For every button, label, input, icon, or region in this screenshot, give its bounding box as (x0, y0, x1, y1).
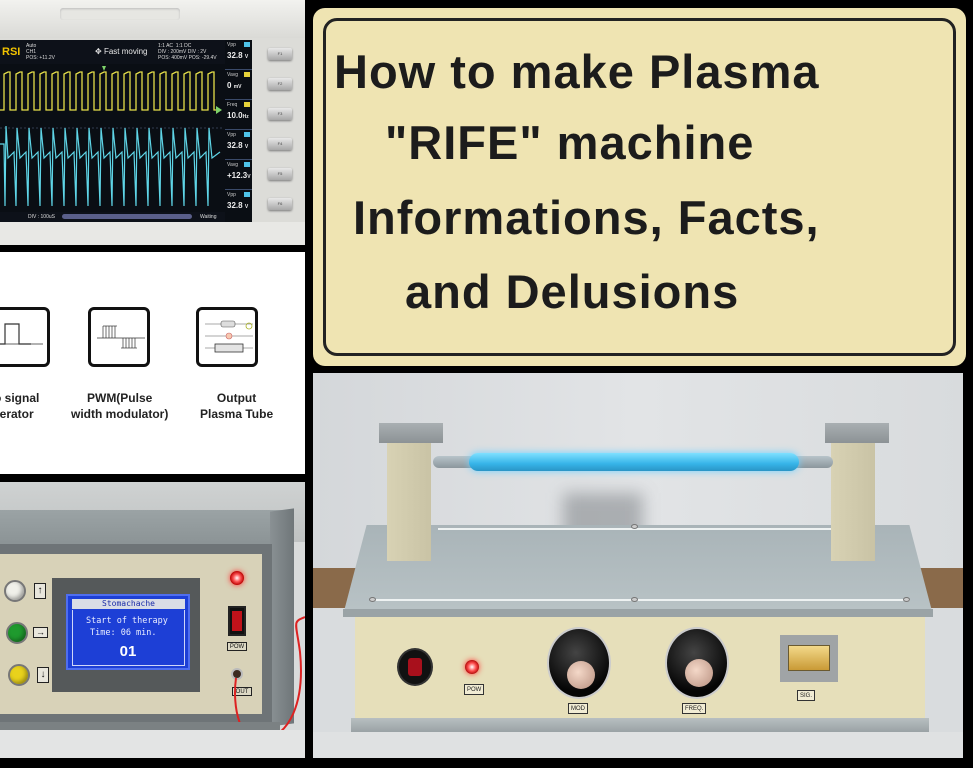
box-top (0, 510, 282, 545)
freq-label: FREQ. (682, 703, 707, 714)
output-jack (231, 668, 243, 680)
signal-meter (780, 635, 838, 682)
scope-brand: RSI (2, 46, 21, 58)
block-label-output-tube: Output Plasma Tube (200, 391, 274, 421)
trigger-mode: Auto CH1 POS: +11.2V (26, 43, 55, 61)
up-arrow-icon: ↑ (34, 583, 46, 599)
down-button (8, 664, 30, 686)
right-arrow-icon: → (33, 627, 48, 638)
measurement-item: Vavg 0 mV (225, 70, 252, 100)
lcd-title: Stomachache (72, 599, 185, 609)
measurement-item: Vavg +12.3V (225, 160, 252, 190)
block-label-signal-generator: o signal erator (0, 391, 40, 421)
f5-key: F5 (268, 168, 292, 180)
control-box-photo: ↑ → ↓ Stomachache Start of therapy Time:… (0, 482, 305, 758)
f6-key: F6 (268, 198, 292, 210)
measurement-item: Freq 10.0Hz (225, 100, 252, 130)
pwm-block (88, 307, 150, 367)
lcd-line-2: Time: 06 min. (90, 628, 157, 638)
lcd-counter: 01 (119, 643, 137, 660)
scope-footer: DIV : 100uS Waiting (0, 212, 225, 222)
f3-key: F3 (268, 108, 292, 120)
down-arrow-icon: ↓ (37, 667, 49, 683)
measurement-item: Vpp 32.8 V (227, 192, 250, 210)
machine-front-panel (355, 617, 925, 722)
f2-key: F2 (268, 78, 292, 90)
scope-status: ✥ Fast moving (95, 47, 148, 56)
title-line-2: "RIFE" machine (385, 116, 755, 169)
function-keys: F1 F2 F3 F4 F5 F6 (268, 48, 300, 228)
box-base (0, 722, 280, 730)
scope-screen: RSI Auto CH1 POS: +11.2V ✥ Fast moving 1… (0, 40, 252, 222)
title-line-4: and Delusions (405, 265, 740, 318)
title-border (323, 18, 956, 356)
pwm-waveform-icon (97, 325, 145, 349)
f4-key: F4 (268, 138, 292, 150)
block-label-pwm: PWM(Pulse width modulator) (71, 391, 169, 421)
right-support-cap (825, 423, 889, 443)
scope-bezel-bottom (0, 222, 305, 245)
power-rocker-switch (397, 648, 433, 686)
pow-label: POW (464, 684, 485, 695)
lcd-display: Stomachache Start of therapy Time: 06 mi… (66, 594, 190, 670)
right-tube-support (831, 441, 875, 561)
power-led-icon (230, 571, 244, 585)
left-support-cap (379, 423, 443, 443)
plasma-machine-photo: POW MOD FREQ. SIG. (313, 373, 963, 758)
tube-circuit-icon (205, 320, 253, 353)
signal-generator-block (0, 307, 50, 367)
oscilloscope-photo: RSI Auto CH1 POS: +11.2V ✥ Fast moving 1… (0, 0, 305, 245)
freq-knob (665, 627, 729, 699)
power-led-icon (465, 660, 479, 674)
title-card: How to make Plasma "RIFE" machine Inform… (313, 8, 966, 366)
output-label: OUT (232, 687, 252, 696)
plasma-tube-glow (469, 453, 799, 471)
title-line-3: Informations, Facts, (353, 191, 820, 244)
block-diagram: o signal erator PWM(Pulse width modulato… (0, 252, 305, 474)
sig-label: SIG. (797, 690, 816, 701)
vu-meter-face (788, 645, 830, 671)
scope-bezel-top (0, 0, 305, 38)
left-tube-support (387, 441, 431, 561)
enter-button (6, 622, 28, 644)
channel-info: 1:1 AC 1:1 DC DIV : 200mV DIV : 2V POS: … (158, 43, 217, 61)
power-label: POW (227, 642, 247, 651)
measurement-item: Vpp 32.8 V (225, 130, 252, 160)
scope-header: RSI Auto CH1 POS: +11.2V ✥ Fast moving 1… (0, 40, 225, 64)
measurement-panel: Vpp 32.8 V Vavg 0 mV Freq 10.0Hz Vpp 32.… (225, 40, 252, 222)
f1-key: F1 (268, 48, 292, 60)
power-switch (228, 606, 246, 636)
mod-knob (547, 627, 611, 699)
plasma-tube-block (196, 307, 258, 367)
up-button (4, 580, 26, 602)
lcd-line-1: Start of therapy (86, 616, 168, 626)
machine-base (351, 718, 929, 732)
measurement-item: Vpp 32.8 V (225, 40, 252, 70)
red-cable (234, 616, 305, 742)
waveform-plot (0, 66, 222, 207)
square-wave-icon (0, 323, 43, 345)
title-line-1: How to make Plasma (334, 45, 820, 98)
mod-label: MOD (568, 703, 588, 714)
